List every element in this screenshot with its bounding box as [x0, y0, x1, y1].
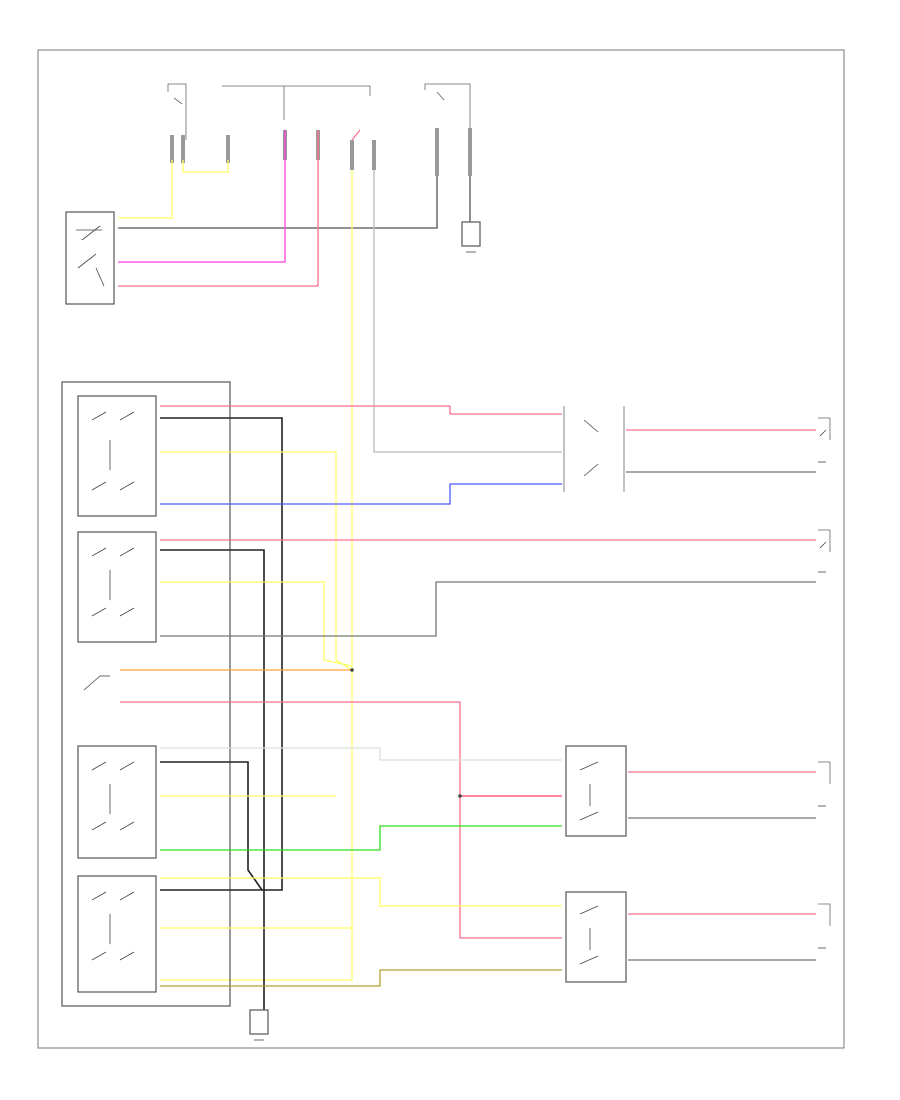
ground-symbol-top: [461, 221, 481, 253]
splice-yellow: [350, 668, 354, 672]
wire-black-bus-3: [160, 761, 263, 891]
wire-gray-lf: [160, 581, 816, 637]
wire-olive: [160, 969, 562, 987]
wire-yellow-blue-top: [118, 160, 173, 219]
right-front-window-motor: [818, 417, 831, 463]
system-relay: [65, 211, 115, 305]
wire-red-top: [118, 130, 319, 287]
wire-white-lr: [160, 747, 562, 761]
rear-lockout-switch: [83, 675, 110, 691]
right-rear-window-motor: [818, 903, 831, 949]
wire-white-long: [373, 170, 562, 453]
left-front-switch: [77, 531, 157, 643]
ground-symbol-bottom: [249, 1009, 269, 1041]
splice-red: [458, 794, 462, 798]
wire-yellow-long: [160, 170, 353, 981]
left-rear-window-switch: [565, 745, 627, 837]
wire-red-lockout: [120, 701, 562, 939]
wire-yellow-rr-top: [160, 877, 562, 907]
left-front-window-motor: [818, 529, 831, 573]
wire-yellow-rf: [160, 451, 353, 671]
switch-assembly-housing: [61, 381, 231, 1007]
wire-red-rf-1: [160, 405, 562, 415]
right-front-window-switch: [563, 406, 625, 492]
wire-yellow-lf: [160, 581, 353, 667]
wire-red-diag: [351, 129, 361, 141]
right-front-switch: [77, 395, 157, 517]
wire-blue: [160, 483, 562, 505]
right-rear-window-switch: [565, 891, 627, 983]
diagram-frame: [37, 49, 845, 1049]
left-rear-window-motor: [818, 761, 831, 807]
left-rear-switch: [77, 745, 157, 859]
right-rear-switch: [77, 875, 157, 993]
wire-black-top: [118, 176, 438, 229]
wire-black-bus-1: [160, 417, 283, 891]
top-connector-right: [424, 83, 472, 176]
wire-green: [160, 825, 562, 851]
wire-black-bus-2: [160, 549, 265, 1010]
wire-yellow-top: [182, 160, 229, 173]
top-connector-center: [222, 85, 376, 170]
top-connector-left: [167, 83, 230, 163]
wire-pink: [118, 130, 286, 263]
